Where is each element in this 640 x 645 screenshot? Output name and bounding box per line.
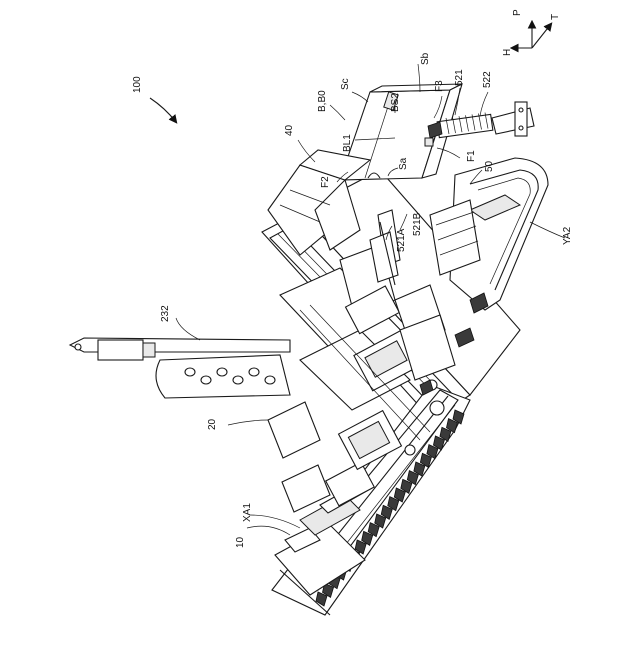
- label-sc: Sc: [340, 78, 351, 90]
- label-40: 40: [284, 124, 295, 136]
- label-100: 100: [132, 76, 143, 93]
- label-bs2: BS2: [390, 93, 401, 112]
- arm-hole: [233, 376, 243, 384]
- label-20: 20: [207, 418, 218, 430]
- label-f2: F2: [320, 176, 331, 188]
- label-10: 10: [235, 536, 246, 548]
- label-xa1: XA1: [242, 503, 253, 522]
- arm-232: [70, 338, 290, 398]
- axis-t-arrow: [532, 24, 551, 48]
- label-b-b0: B,B0: [317, 90, 328, 112]
- arm-hole: [185, 368, 195, 376]
- axis-label-h: H: [502, 49, 513, 56]
- label-f1: F1: [466, 150, 477, 162]
- axis-label-t: T: [550, 14, 561, 20]
- arm-hole: [249, 368, 259, 376]
- axis-label-p: P: [512, 9, 523, 16]
- arm-hole: [201, 376, 211, 384]
- label-f3: F3: [434, 80, 445, 92]
- label-521a: 521A: [396, 228, 407, 252]
- arm-hole: [265, 376, 275, 384]
- label-521: 521: [454, 69, 465, 86]
- label-bl1: BL1: [342, 134, 353, 152]
- label-sb: Sb: [420, 52, 431, 65]
- label-50: 50: [484, 160, 495, 172]
- axis-indicator: [512, 22, 551, 48]
- label-521b: 521B: [412, 212, 423, 236]
- label-232: 232: [160, 305, 171, 322]
- label-sa: Sa: [398, 157, 409, 170]
- arm-hole: [217, 368, 227, 376]
- label-ya2: YA2: [562, 226, 573, 245]
- label-522: 522: [482, 71, 493, 88]
